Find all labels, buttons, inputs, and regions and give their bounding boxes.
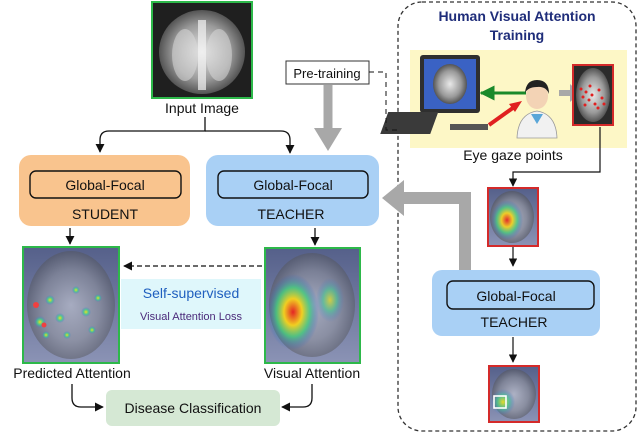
connector-input-to-teacher	[205, 130, 295, 154]
panel-title-line1: Human Visual Attention	[438, 8, 595, 24]
eye-gaze-label: Eye gaze points	[463, 147, 563, 163]
visual-attention-image	[264, 247, 361, 364]
panel-teacher-role: TEACHER	[481, 314, 548, 330]
predicted-attention-image	[22, 246, 120, 364]
teacher-role: TEACHER	[258, 206, 325, 222]
student-role: STUDENT	[72, 206, 139, 222]
pretraining-dashed-line	[369, 71, 398, 131]
classification-box: Disease Classification	[106, 390, 280, 426]
monitor-icon	[380, 55, 488, 134]
input-image-label: Input Image	[165, 100, 239, 116]
classification-label: Disease Classification	[125, 400, 262, 416]
panel-teacher-name: Global-Focal	[476, 288, 555, 304]
loss-line2: Visual Attention Loss	[140, 311, 242, 323]
connector-gaze-to-map	[508, 127, 601, 187]
teacher-name: Global-Focal	[253, 177, 332, 193]
teacher-box: Global-Focal TEACHER	[206, 155, 379, 226]
connector-input-to-student	[95, 117, 206, 153]
panel-title-line2: Training	[490, 27, 544, 43]
loss-box: Self-supervised Visual Attention Loss	[121, 279, 261, 329]
connector-prediction-to-classification	[71, 384, 104, 412]
input-image	[151, 1, 253, 99]
gray-arrow-large	[402, 192, 471, 270]
loss-line1: Self-supervised	[143, 285, 240, 301]
student-name: Global-Focal	[65, 177, 144, 193]
panel-teacher-box: Global-Focal TEACHER	[432, 270, 600, 336]
student-box: Global-Focal STUDENT	[19, 155, 190, 226]
gaze-points-image	[572, 64, 614, 126]
pretraining-label: Pre-training	[293, 66, 360, 81]
connector-attention-to-classification	[281, 384, 313, 412]
panel-output-attention-image	[488, 365, 540, 423]
gaze-attention-map	[487, 187, 539, 247]
radiologist-icon	[516, 80, 558, 139]
visual-attention-label: Visual Attention	[264, 365, 360, 381]
predicted-attention-label: Predicted Attention	[13, 365, 131, 381]
